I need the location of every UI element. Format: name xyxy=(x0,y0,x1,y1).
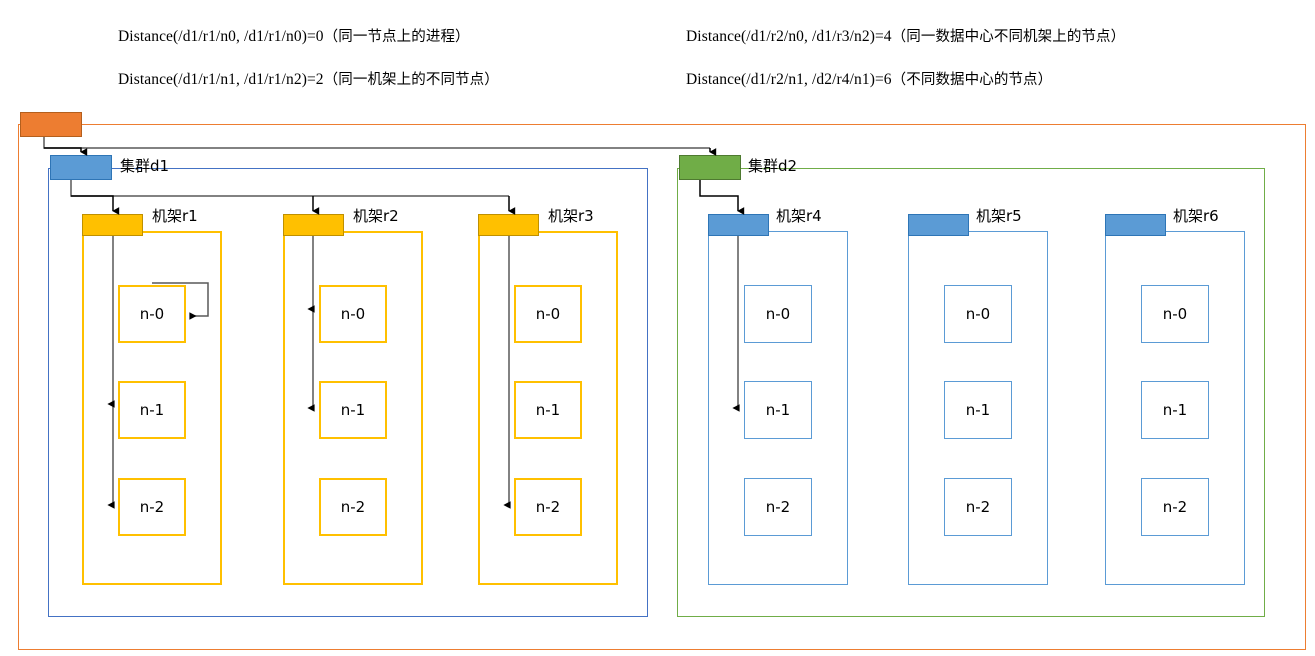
node-r2-n2[interactable]: n-2 xyxy=(319,478,387,536)
rack-r1-box xyxy=(82,231,222,585)
rack-r3-box xyxy=(478,231,618,585)
node-r2-n1[interactable]: n-1 xyxy=(319,381,387,439)
cluster-d1-box xyxy=(48,168,648,617)
rack-r1-label: 机架r1 xyxy=(152,207,198,225)
caption-formula-text: Distance(/d1/r1/n0, /d1/r1/n0)=0 xyxy=(118,28,324,45)
cluster-d1-header-tab[interactable] xyxy=(50,155,112,180)
caption-distance-same-node: Distance(/d1/r1/n0, /d1/r1/n0)=0（同一节点上的进… xyxy=(118,25,470,46)
rack-r6-header-tab[interactable] xyxy=(1105,214,1166,236)
rack-r6-box xyxy=(1105,231,1245,585)
node-r5-n1[interactable]: n-1 xyxy=(944,381,1012,439)
node-r3-n1[interactable]: n-1 xyxy=(514,381,582,439)
rack-r5-box xyxy=(908,231,1048,585)
caption-note-text: （同一节点上的进程） xyxy=(323,29,470,45)
rack-r2-label: 机架r2 xyxy=(353,207,399,225)
caption-distance-diff-dc: Distance(/d1/r2/n1, /d2/r4/n1)=6（不同数据中心的… xyxy=(686,68,1052,89)
root-container-box xyxy=(18,124,1306,650)
node-r6-n1[interactable]: n-1 xyxy=(1141,381,1209,439)
node-r6-n0[interactable]: n-0 xyxy=(1141,285,1209,343)
rack-r4-box xyxy=(708,231,848,585)
rack-r3-label: 机架r3 xyxy=(548,207,594,225)
caption-distance-same-dc: Distance(/d1/r2/n0, /d1/r3/n2)=4（同一数据中心不… xyxy=(686,25,1125,46)
rack-r1-header-tab[interactable] xyxy=(82,214,143,236)
node-r5-n2[interactable]: n-2 xyxy=(944,478,1012,536)
caption-formula-text: Distance(/d1/r2/n0, /d1/r3/n2)=4 xyxy=(686,28,892,45)
caption-formula-text: Distance(/d1/r1/n1, /d1/r1/n2)=2 xyxy=(118,71,324,88)
node-r3-n2[interactable]: n-2 xyxy=(514,478,582,536)
node-r1-n2[interactable]: n-2 xyxy=(118,478,186,536)
rack-r5-header-tab[interactable] xyxy=(908,214,969,236)
rack-r3-header-tab[interactable] xyxy=(478,214,539,236)
caption-note-text: （不同数据中心的节点） xyxy=(891,72,1053,88)
caption-formula-text: Distance(/d1/r2/n1, /d2/r4/n1)=6 xyxy=(686,71,892,88)
node-r4-n1[interactable]: n-1 xyxy=(744,381,812,439)
cluster-d2-box xyxy=(677,168,1265,617)
caption-distance-same-rack: Distance(/d1/r1/n1, /d1/r1/n2)=2（同一机架上的不… xyxy=(118,68,499,89)
cluster-d2-label: 集群d2 xyxy=(748,157,798,175)
cluster-d2-header-tab[interactable] xyxy=(679,155,741,180)
root-header-tab[interactable] xyxy=(20,112,82,137)
rack-r5-label: 机架r5 xyxy=(976,207,1022,225)
cluster-d1-label: 集群d1 xyxy=(120,157,170,175)
rack-r2-box xyxy=(283,231,423,585)
rack-r2-header-tab[interactable] xyxy=(283,214,344,236)
node-r1-n0[interactable]: n-0 xyxy=(118,285,186,343)
rack-r4-header-tab[interactable] xyxy=(708,214,769,236)
rack-r6-label: 机架r6 xyxy=(1173,207,1219,225)
node-r6-n2[interactable]: n-2 xyxy=(1141,478,1209,536)
node-r4-n2[interactable]: n-2 xyxy=(744,478,812,536)
node-r3-n0[interactable]: n-0 xyxy=(514,285,582,343)
caption-note-text: （同一数据中心不同机架上的节点） xyxy=(891,29,1126,45)
node-r5-n0[interactable]: n-0 xyxy=(944,285,1012,343)
node-r2-n0[interactable]: n-0 xyxy=(319,285,387,343)
rack-r4-label: 机架r4 xyxy=(776,207,822,225)
node-r1-n1[interactable]: n-1 xyxy=(118,381,186,439)
caption-note-text: （同一机架上的不同节点） xyxy=(323,72,499,88)
node-r4-n0[interactable]: n-0 xyxy=(744,285,812,343)
